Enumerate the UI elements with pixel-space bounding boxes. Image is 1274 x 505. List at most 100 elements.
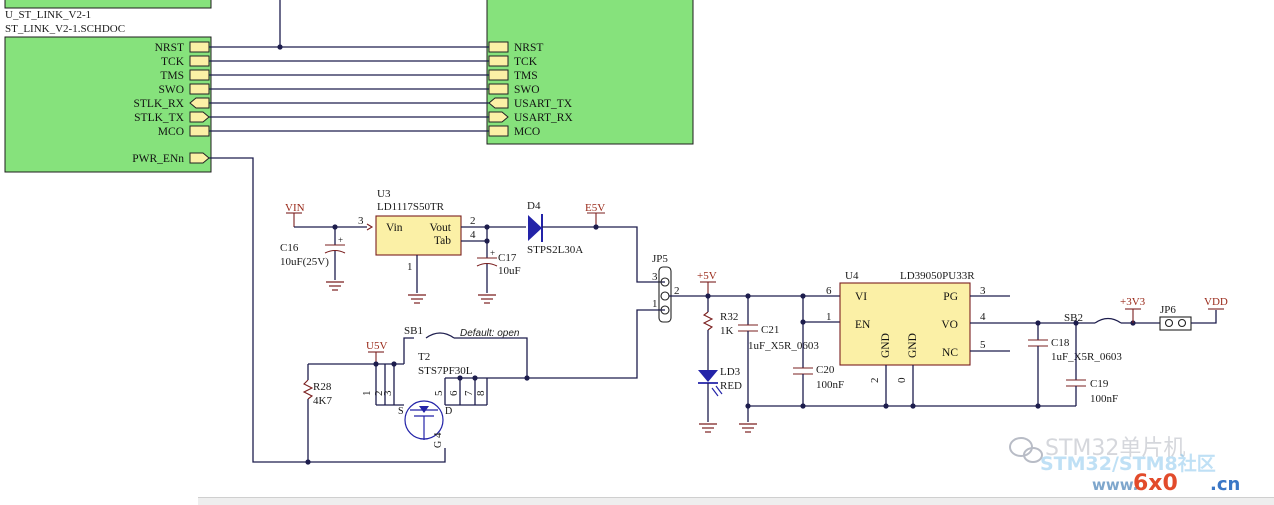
left-port-mco: MCO bbox=[158, 126, 184, 138]
vin-label: VIN bbox=[285, 202, 305, 214]
u4-ref: U4 bbox=[845, 270, 859, 282]
c20-value: 100nF bbox=[816, 379, 844, 391]
t2-part: STS7PF30L bbox=[418, 365, 473, 377]
e5v-label: E5V bbox=[585, 202, 605, 214]
c19-ref: C19 bbox=[1090, 378, 1109, 390]
capacitor-c16[interactable]: + C16 10uF(25V) bbox=[280, 227, 346, 291]
right-port-usart-rx: USART_RX bbox=[514, 112, 573, 124]
sheet-symbol-st-link[interactable] bbox=[4, 0, 212, 9]
c19-value: 100nF bbox=[1090, 393, 1118, 405]
d4-ref: D4 bbox=[527, 200, 541, 212]
jp6-ref: JP6 bbox=[1160, 304, 1176, 316]
capacitor-c18[interactable]: C18 1uF_X5R_0603 bbox=[1028, 323, 1122, 409]
r28-ref: R28 bbox=[313, 381, 332, 393]
status-bar bbox=[198, 497, 1274, 505]
t2-pin8: 8 bbox=[475, 390, 487, 396]
right-port-swo: SWO bbox=[514, 84, 540, 96]
t2-gate: G bbox=[433, 441, 444, 448]
led-ld3[interactable]: LD3 RED bbox=[698, 366, 742, 433]
watermark-tld: .cn bbox=[1210, 474, 1240, 495]
t2-pin7: 7 bbox=[463, 390, 475, 396]
t2-pin5: 5 bbox=[433, 390, 445, 396]
u5v-power-port: U5V bbox=[366, 340, 387, 364]
jp5-pin2: 2 bbox=[674, 285, 680, 297]
c17-ref: C17 bbox=[498, 252, 517, 264]
vdd-power-port: VDD bbox=[1204, 296, 1228, 310]
ldo-u4[interactable]: U4 LD39050PU33R VI PG EN VO NC GND GND 6… bbox=[826, 270, 1010, 409]
watermark-domain: 6x0 bbox=[1133, 471, 1178, 496]
t2-pin3: 3 bbox=[382, 390, 394, 396]
c16-ref: C16 bbox=[280, 242, 299, 254]
u4-pg: PG bbox=[943, 291, 958, 303]
t2-source: S bbox=[398, 406, 404, 417]
p5v-label: +5V bbox=[697, 270, 717, 282]
c18-ref: C18 bbox=[1051, 337, 1070, 349]
resistor-r28[interactable]: R28 4K7 bbox=[302, 364, 332, 462]
sb1-note: Default: open bbox=[460, 328, 520, 339]
jumper-jp6[interactable]: JP6 bbox=[1159, 304, 1192, 331]
u3-vout: Vout bbox=[429, 222, 451, 234]
left-port-stlk-tx: STLK_TX bbox=[134, 112, 185, 124]
u4-part: LD39050PU33R bbox=[900, 270, 975, 282]
p3v3-power-port: +3V3 bbox=[1120, 296, 1146, 323]
solder-bridge-sb1[interactable]: SB1 Default: open bbox=[404, 325, 520, 339]
t2-ref: T2 bbox=[418, 351, 430, 363]
jp5-ref: JP5 bbox=[652, 253, 668, 265]
ld3-ref: LD3 bbox=[720, 366, 741, 378]
u4-pin0: 0 bbox=[896, 377, 908, 383]
left-port-stlk-rx: STLK_RX bbox=[134, 98, 185, 110]
jumper-jp5[interactable]: JP5 3 2 1 bbox=[652, 253, 680, 323]
vin-power-port: VIN bbox=[285, 202, 305, 227]
watermark-www: www. bbox=[1092, 476, 1138, 494]
signal-wires bbox=[209, 0, 489, 465]
right-port-mco: MCO bbox=[514, 126, 540, 138]
left-port-column: NRST TCK TMS SWO STLK_RX STLK_TX MCO PWR… bbox=[132, 41, 210, 165]
sb1-ref: SB1 bbox=[404, 325, 423, 337]
u4-gnd-b: GND bbox=[907, 333, 919, 358]
diode-d4[interactable]: D4 STPS2L30A bbox=[527, 200, 583, 256]
left-port-pwr-enn: PWR_ENn bbox=[132, 153, 184, 165]
c16-value: 10uF(25V) bbox=[280, 256, 329, 268]
c21-value: 1uF_X5R_0603 bbox=[748, 340, 819, 352]
t2-pin6: 6 bbox=[448, 390, 460, 396]
jp5-pin3: 3 bbox=[652, 271, 658, 283]
regulator-u3[interactable]: U3 LD1117S50TR Vin Vout Tab 3 2 4 1 bbox=[358, 188, 476, 304]
u4-pin5: 5 bbox=[980, 339, 986, 351]
t2-pin4: 4 bbox=[432, 432, 444, 438]
u4-vo: VO bbox=[941, 319, 958, 331]
capacitor-c19[interactable]: C19 100nF bbox=[1066, 323, 1118, 406]
e5v-power-port: E5V bbox=[585, 202, 605, 230]
r28-value: 4K7 bbox=[313, 395, 332, 407]
c20-ref: C20 bbox=[816, 364, 835, 376]
c21-ref: C21 bbox=[761, 324, 779, 336]
d4-part: STPS2L30A bbox=[527, 244, 583, 256]
mosfet-t2[interactable]: T2 STS7PF30L 1 2 3 5 6 7 8 S D G 4 bbox=[361, 351, 488, 448]
solder-bridge-sb2[interactable]: SB2 bbox=[1064, 312, 1122, 324]
svg-text:+: + bbox=[490, 248, 495, 258]
sb2-ref: SB2 bbox=[1064, 312, 1083, 324]
p5v-power-port: +5V bbox=[697, 270, 717, 299]
u3-pin1: 1 bbox=[407, 261, 413, 273]
t2-pin1: 1 bbox=[361, 391, 373, 397]
t2-drain: D bbox=[445, 406, 452, 417]
c17-value: 10uF bbox=[498, 265, 521, 277]
u3-tab: Tab bbox=[434, 235, 451, 247]
u4-vi: VI bbox=[855, 291, 867, 303]
u4-nc: NC bbox=[942, 347, 958, 359]
resistor-r32[interactable]: R32 1K bbox=[702, 296, 738, 370]
capacitor-c21[interactable]: C21 1uF_X5R_0603 bbox=[738, 293, 819, 433]
svg-text:+: + bbox=[338, 235, 343, 245]
u4-en: EN bbox=[855, 319, 871, 331]
capacitor-c17[interactable]: + C17 10uF bbox=[476, 241, 521, 304]
left-port-tms: TMS bbox=[160, 70, 184, 82]
sheet-symbol-right-block[interactable] bbox=[486, 0, 694, 145]
left-port-tck: TCK bbox=[161, 56, 185, 68]
u4-pin4: 4 bbox=[980, 311, 986, 323]
left-port-swo: SWO bbox=[158, 84, 184, 96]
sheet-symbol-left-block[interactable] bbox=[4, 36, 212, 173]
wechat-icon bbox=[1009, 437, 1043, 463]
r32-value: 1K bbox=[720, 325, 734, 337]
c18-value: 1uF_X5R_0603 bbox=[1051, 351, 1122, 363]
u3-vin: Vin bbox=[386, 222, 403, 234]
